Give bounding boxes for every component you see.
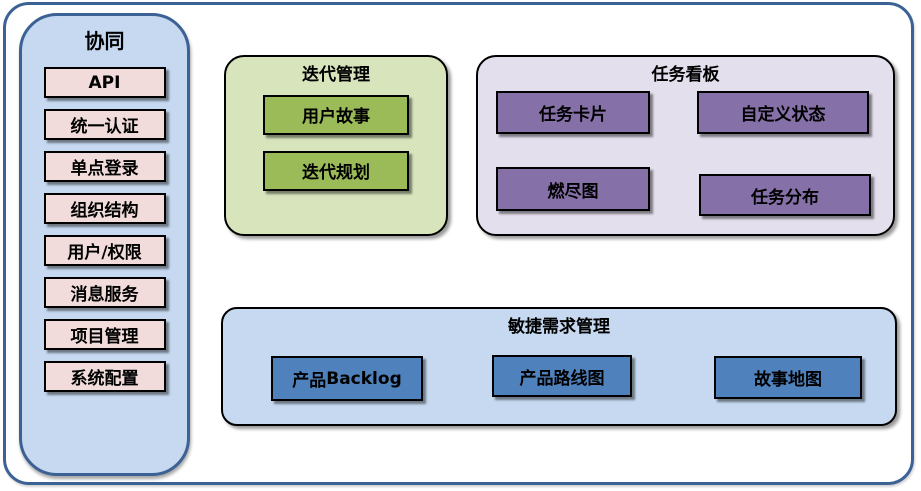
kanban-item-list: 任务卡片 自定义状态燃尽图 任务分布 xyxy=(478,57,893,234)
sidebar-item: 用户/权限 xyxy=(43,235,166,266)
requirements-feature-box: 产品路线图 xyxy=(492,355,632,397)
sidebar-item: 消息服务 xyxy=(43,277,166,308)
kanban-panel-title: 任务看板 xyxy=(651,65,720,85)
latin-text: Backlog xyxy=(326,368,402,389)
sidebar-item: 单点登录 xyxy=(43,151,166,182)
kanban-feature-box: 燃尽图 xyxy=(496,167,650,211)
panel-iteration-management: 迭代管理 用户故事迭代规划 xyxy=(224,55,448,236)
iteration-item-list: 用户故事迭代规划 xyxy=(226,94,446,191)
latin-text: API xyxy=(88,72,121,93)
requirements-panel-title: 敏捷需求管理 xyxy=(508,317,610,337)
requirements-feature-box: 故事地图 xyxy=(714,356,862,399)
kanban-feature-box: 任务卡片 xyxy=(496,91,650,134)
iteration-feature-box: 用户故事 xyxy=(263,94,409,135)
sidebar-item-list: API 统一认证单点登录组织结构用户/权限消息服务项目管理系统配置 xyxy=(22,67,187,392)
iteration-feature-box: 迭代规划 xyxy=(263,150,409,191)
panel-task-board: 任务看板 任务卡片 自定义状态燃尽图 任务分布 xyxy=(476,55,895,236)
sidebar-item: 项目管理 xyxy=(43,319,166,350)
kanban-feature-box: 任务分布 xyxy=(699,174,871,216)
sidebar-panel-collaboration: 协同 API 统一认证单点登录组织结构用户/权限消息服务项目管理系统配置 xyxy=(19,13,190,476)
sidebar-item: 组织结构 xyxy=(43,193,166,224)
iteration-panel-title: 迭代管理 xyxy=(302,65,370,85)
kanban-feature-box: 自定义状态 xyxy=(697,91,869,134)
sidebar-title: 协同 xyxy=(84,29,125,53)
sidebar-item: API xyxy=(43,67,166,98)
sidebar-item: 统一认证 xyxy=(43,109,166,140)
outer-frame: 协同 API 统一认证单点登录组织结构用户/权限消息服务项目管理系统配置 迭代管理… xyxy=(3,2,914,485)
sidebar-item: 系统配置 xyxy=(43,361,166,392)
